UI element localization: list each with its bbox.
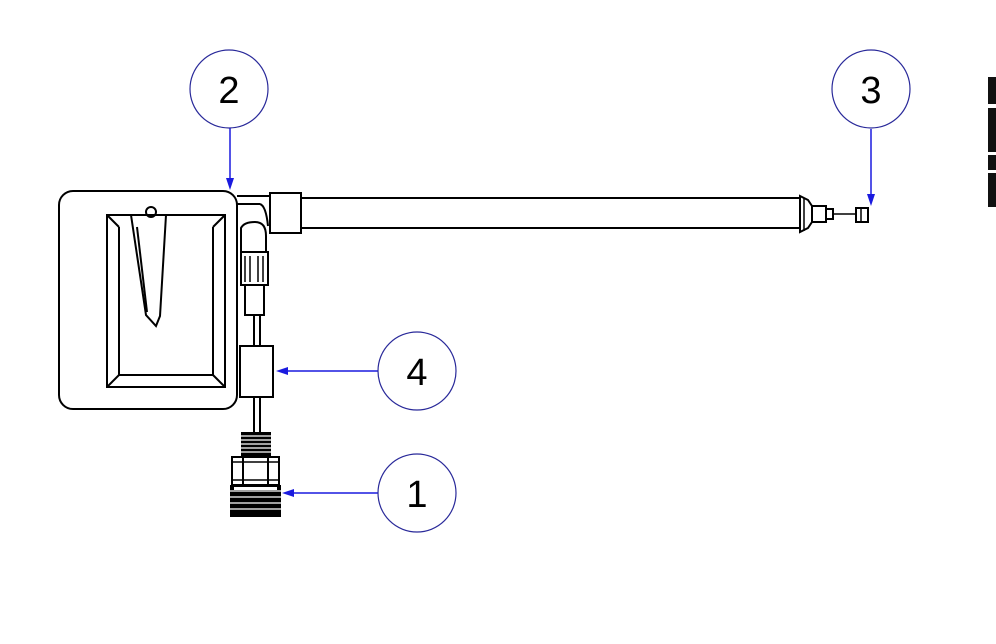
nozzle-tip: [855, 207, 869, 223]
title-block-edge: [988, 77, 996, 207]
balloon-1: 1: [377, 453, 457, 533]
vertical-fitting: [240, 220, 269, 346]
quick-connect: [230, 432, 281, 517]
balloon-2-label: 2: [218, 70, 239, 112]
balloon-2: 2: [189, 49, 269, 129]
balloon-4-label: 4: [406, 352, 427, 394]
coupling-block: [239, 345, 274, 432]
tube-arm: [300, 194, 856, 234]
balloon-4: 4: [377, 331, 457, 411]
pipe-tee: [237, 192, 302, 234]
leader-lines: [226, 128, 875, 497]
housing-box: [58, 190, 238, 410]
balloon-3-label: 3: [860, 70, 881, 112]
balloon-1-label: 1: [406, 474, 427, 516]
balloon-3: 3: [831, 49, 911, 129]
